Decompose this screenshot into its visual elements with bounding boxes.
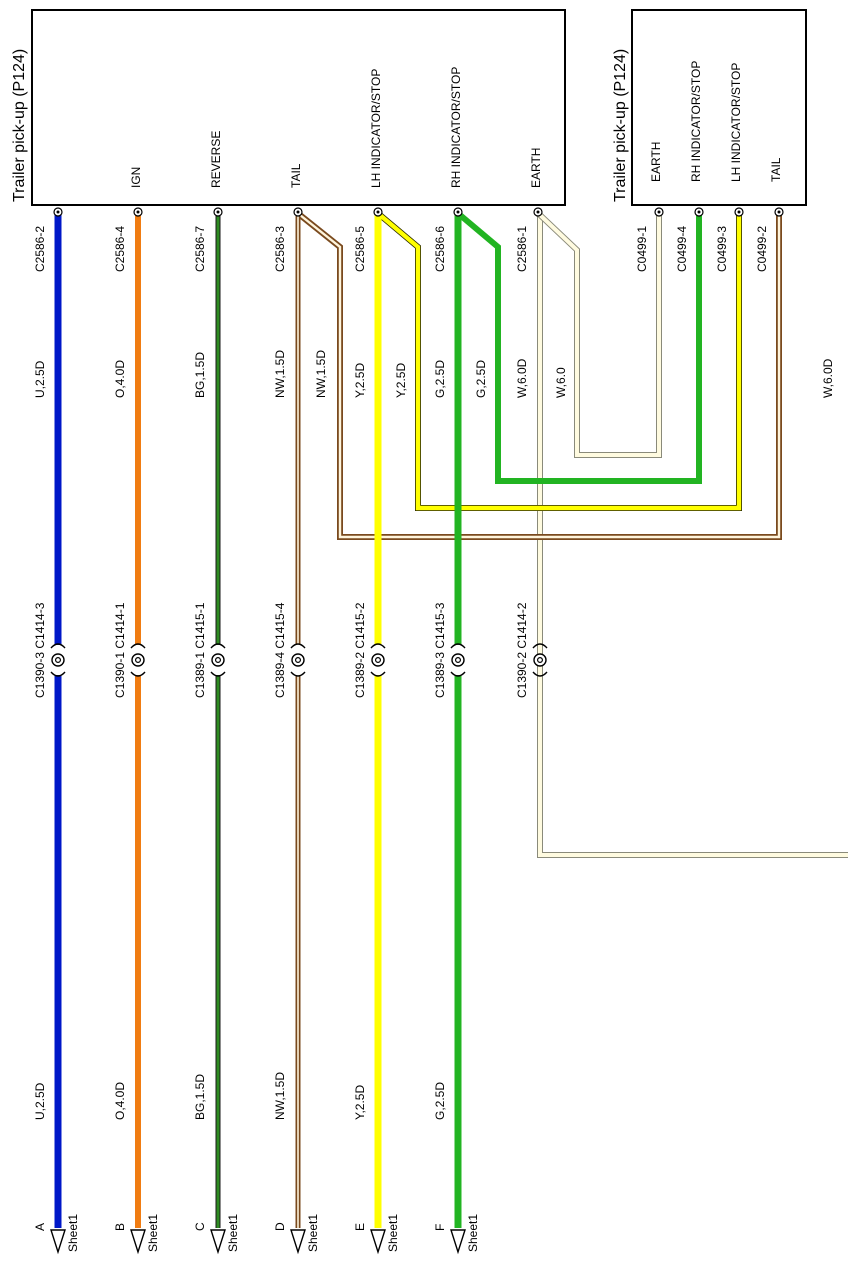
branch-spec-lh: Y,2.5D bbox=[394, 363, 408, 398]
wire-id-d: D bbox=[273, 1222, 287, 1231]
module-title-secondary: Trailer pick-up (P124) bbox=[612, 49, 629, 202]
top-connector-e: C2586-5 bbox=[353, 226, 367, 272]
pin-top-right-2 bbox=[774, 207, 784, 217]
bottom-spec-a: U,2.5D bbox=[33, 1082, 47, 1120]
wire-tail-branch bbox=[298, 212, 782, 540]
pin-label-earth: EARTH bbox=[529, 148, 543, 188]
bottom-spec-b: O,4.0D bbox=[113, 1082, 127, 1120]
inline-connector-e bbox=[370, 643, 386, 677]
mid-connector-c: C1389-1 C1415-1 bbox=[193, 602, 207, 698]
mid-connector-f: C1389-3 C1415-3 bbox=[433, 602, 447, 698]
wire-id-a: A bbox=[33, 1223, 47, 1231]
right-spec: W,6.0D bbox=[821, 358, 835, 398]
sheet-ref-f: Sheet1 bbox=[466, 1214, 480, 1252]
top-spec-c: BG,1.5D bbox=[193, 352, 207, 398]
mid-connector-earth: C1390-2 C1414-2 bbox=[515, 602, 529, 698]
top-spec-b: O,4.0D bbox=[113, 360, 127, 398]
top-spec-a: U,2.5D bbox=[33, 360, 47, 398]
inline-connector-c bbox=[210, 643, 226, 677]
top-connector-c: C2586-7 bbox=[193, 226, 207, 272]
pin-top-right-4 bbox=[694, 207, 704, 217]
bottom-spec-f: G,2.5D bbox=[433, 1082, 447, 1120]
top-connector-earth: C2586-1 bbox=[515, 226, 529, 272]
branch-spec-tail: NW,1.5D bbox=[314, 350, 328, 398]
inline-connector-a bbox=[50, 643, 66, 677]
pin-label-lh-indicator-2: LH INDICATOR/STOP bbox=[729, 63, 743, 182]
sheet-ref-d: Sheet1 bbox=[306, 1214, 320, 1252]
pin-top-right-3 bbox=[734, 207, 744, 217]
top-spec-e: Y,2.5D bbox=[353, 363, 367, 398]
pin-label-earth-2: EARTH bbox=[649, 142, 663, 182]
sheet-ref-a: Sheet1 bbox=[66, 1214, 80, 1252]
mid-connector-a: C1390-3 C1414-3 bbox=[33, 602, 47, 698]
arrow-down-icon-b bbox=[130, 1229, 146, 1255]
module-box-secondary bbox=[631, 9, 807, 206]
pin-top-a bbox=[53, 207, 63, 217]
wire-id-f: F bbox=[433, 1224, 447, 1231]
mid-connector-e: C1389-2 C1415-2 bbox=[353, 602, 367, 698]
top-connector-d: C2586-3 bbox=[273, 226, 287, 272]
arrow-down-icon-c bbox=[210, 1229, 226, 1255]
wire-id-c: C bbox=[193, 1222, 207, 1231]
pin-top-right-1 bbox=[654, 207, 664, 217]
pin-top-f bbox=[453, 207, 463, 217]
top-spec-f: G,2.5D bbox=[433, 360, 447, 398]
pin-top-earth bbox=[533, 207, 543, 217]
arrow-down-icon-f bbox=[450, 1229, 466, 1255]
bottom-spec-c: BG,1.5D bbox=[193, 1074, 207, 1120]
top-connector-b: C2586-4 bbox=[113, 226, 127, 272]
module-title-main: Trailer pick-up (P124) bbox=[11, 49, 28, 202]
inline-connector-b bbox=[130, 643, 146, 677]
wire-rh-branch bbox=[458, 212, 702, 484]
pin-top-e bbox=[373, 207, 383, 217]
pin-label-ign: IGN bbox=[129, 167, 143, 188]
mid-connector-d: C1389-4 C1415-4 bbox=[273, 602, 287, 698]
inline-connector-d bbox=[290, 643, 306, 677]
sheet-ref-c: Sheet1 bbox=[226, 1214, 240, 1252]
pin-label-tail-2: TAIL bbox=[769, 157, 783, 182]
right-connector-1: C0499-1 bbox=[635, 226, 649, 272]
sheet-ref-b: Sheet1 bbox=[146, 1214, 160, 1252]
pin-label-lh-indicator: LH INDICATOR/STOP bbox=[369, 69, 383, 188]
pin-label-rh-indicator-2: RH INDICATOR/STOP bbox=[689, 61, 703, 182]
pin-label-tail: TAIL bbox=[289, 163, 303, 188]
inline-connector-earth bbox=[532, 643, 548, 677]
branch-spec-earth: W,6.0 bbox=[554, 367, 568, 398]
wire-lh-branch bbox=[378, 212, 742, 511]
module-box-main bbox=[31, 9, 566, 206]
pin-label-reverse: REVERSE bbox=[209, 131, 223, 188]
arrow-down-icon-e bbox=[370, 1229, 386, 1255]
pin-top-c bbox=[213, 207, 223, 217]
mid-connector-b: C1390-1 C1414-1 bbox=[113, 602, 127, 698]
bottom-spec-d: NW,1.5D bbox=[273, 1072, 287, 1120]
top-connector-f: C2586-6 bbox=[433, 226, 447, 272]
arrow-down-icon-d bbox=[290, 1229, 306, 1255]
arrow-down-icon-a bbox=[50, 1229, 66, 1255]
right-connector-3: C0499-3 bbox=[715, 226, 729, 272]
inline-connector-f bbox=[450, 643, 466, 677]
top-spec-d: NW,1.5D bbox=[273, 350, 287, 398]
sheet-ref-e: Sheet1 bbox=[386, 1214, 400, 1252]
bottom-spec-e: Y,2.5D bbox=[353, 1085, 367, 1120]
wire-id-b: B bbox=[113, 1223, 127, 1231]
top-spec-earth: W,6.0D bbox=[515, 358, 529, 398]
right-connector-2: C0499-2 bbox=[755, 226, 769, 272]
pin-label-rh-indicator: RH INDICATOR/STOP bbox=[449, 67, 463, 188]
wire-earth-routing bbox=[537, 212, 848, 858]
top-connector-a: C2586-2 bbox=[33, 226, 47, 272]
pin-top-b bbox=[133, 207, 143, 217]
wire-id-e: E bbox=[353, 1223, 367, 1231]
branch-spec-rh: G,2.5D bbox=[474, 360, 488, 398]
pin-top-d bbox=[293, 207, 303, 217]
right-connector-4: C0499-4 bbox=[675, 226, 689, 272]
